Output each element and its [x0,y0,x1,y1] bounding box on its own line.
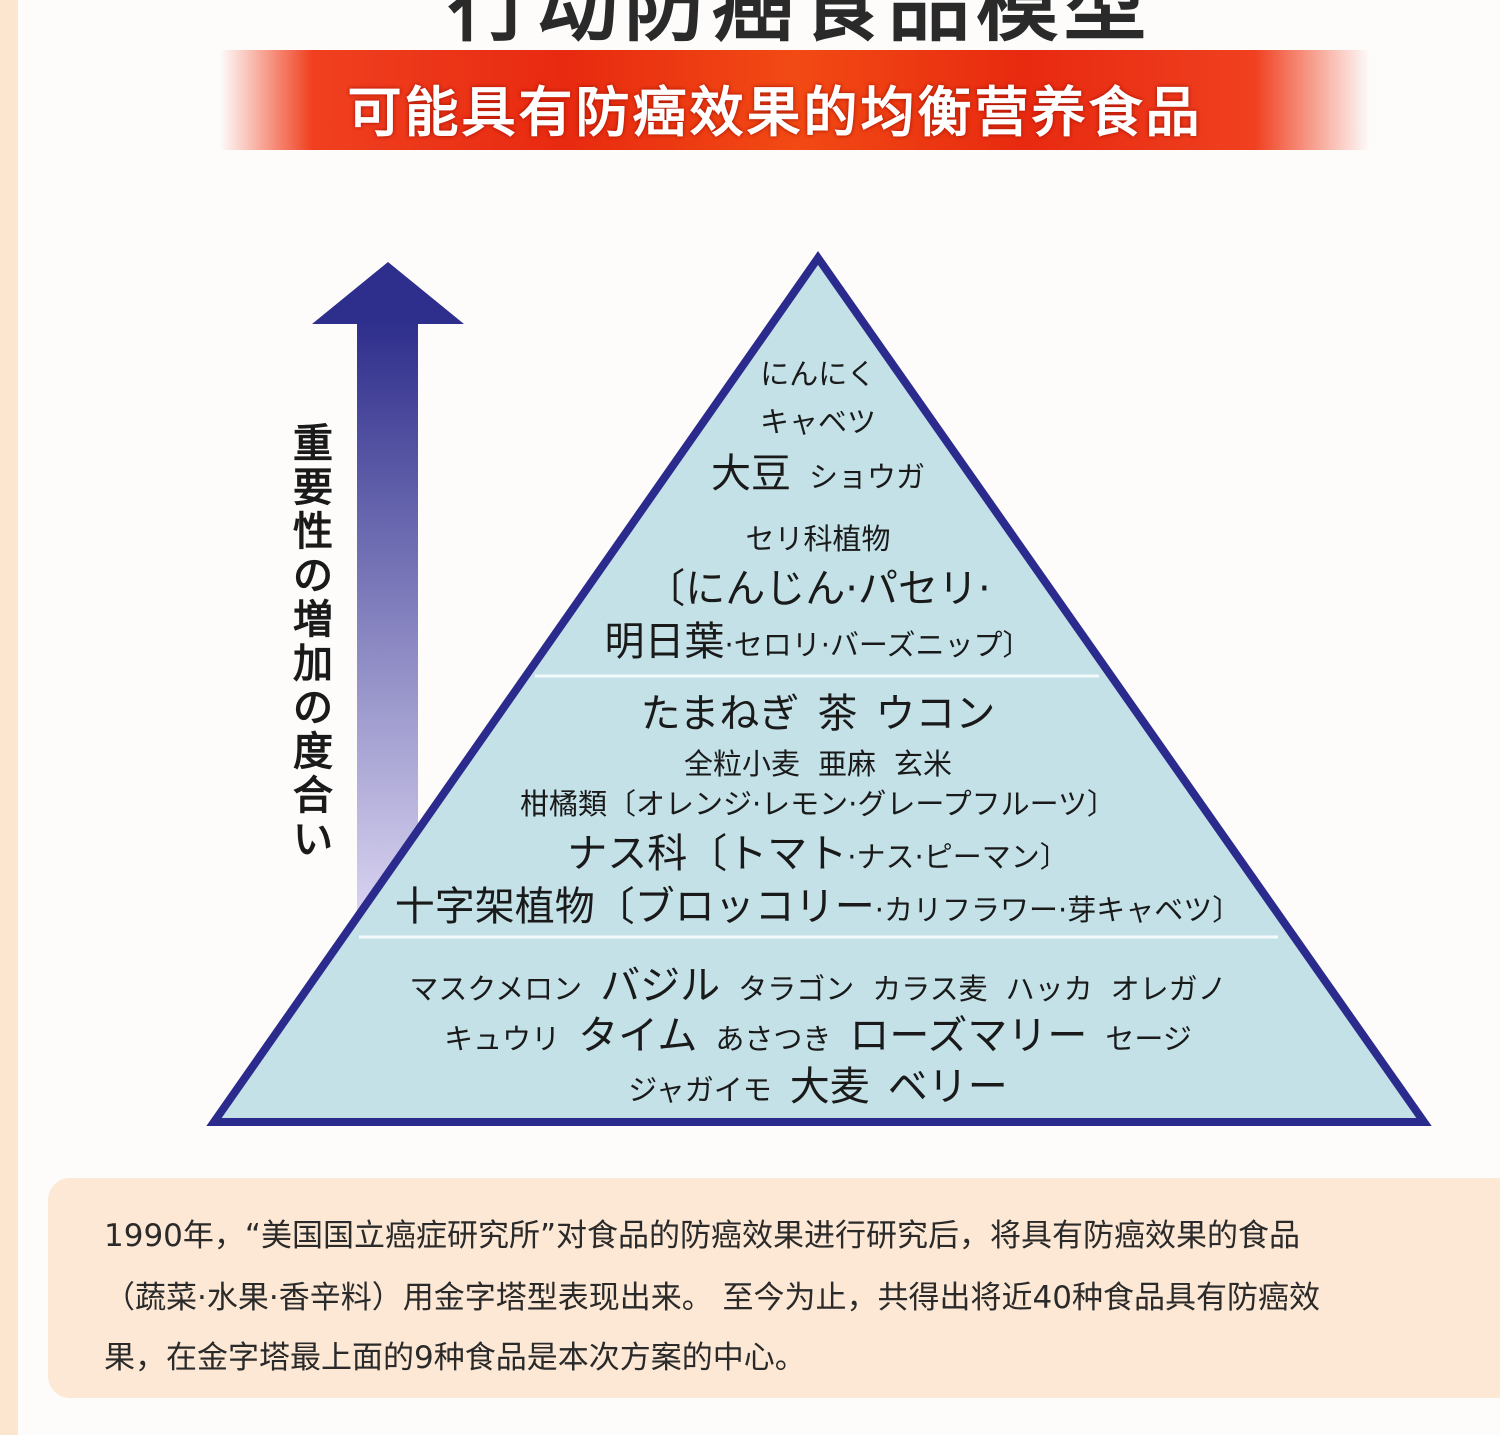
food-item: ナス科〔トマト [567,831,848,877]
food-item: 玄米 [894,747,953,781]
food-item: ハッカ [1005,972,1093,1006]
food-item: オレガノ [1110,972,1227,1006]
food-item: 全粒小麦 [683,747,800,781]
tier-2-line: ナス科〔トマト·ナス·ピーマン〕 [200,821,1436,879]
food-item: ·セロリ·バーズニップ〕 [724,628,1032,662]
food-item: たまねぎ [640,691,800,737]
banner-text: 可能具有防癌效果的均衡营养食品 [347,81,1203,144]
arrow-shaft [357,320,418,912]
note-line: 果，在金字塔最上面的9种食品是本次方案的中心。 [104,1340,806,1376]
tier-2-line: 全粒小麦亜麻玄米 [200,741,1436,783]
food-item: セージ [1105,1022,1192,1056]
food-item: 明日葉 [604,619,725,665]
tier-2-line: たまねぎ茶ウコン [200,681,1436,739]
note-line: （蔬菜·水果·香辛料）用金字塔型表现出来。 至今为止，共得出将近40种食品具有防… [104,1280,1321,1316]
description-box: 1990年，“美国国立癌症研究所”对食品的防癌效果进行研究后，将具有防癌效果的食… [48,1178,1500,1398]
food-item: タイム [578,1013,698,1059]
tier-2-line: 柑橘類〔オレンジ·レモン·グレープフルーツ〕 [200,781,1436,823]
subtitle-banner: 可能具有防癌效果的均衡营养食品 [220,50,1370,150]
tier-1-line: 明日葉·セロリ·バーズニップ〕 [200,609,1436,667]
tier-1-line: にんにく [200,351,1436,393]
tier-3-line: マスクメロンバジルタラゴンカラス麦ハッカオレガノ [200,953,1436,1011]
food-item: ローズマリー [849,1013,1088,1059]
food-item: ベリー [887,1064,1008,1110]
tier-1-line: 〔にんじん·パセリ· [200,556,1436,614]
food-item: ウコン [875,691,996,737]
food-item: セリ科植物 [745,522,891,556]
food-item: カラス麦 [872,972,988,1006]
note-line: 1990年，“美国国立癌症研究所”对食品的防癌效果进行研究后，将具有防癌效果的食… [104,1218,1301,1254]
food-item: 柑橘類〔オレンジ·レモン·グレープフルーツ〕 [519,787,1117,821]
food-item: 亜麻 [817,747,876,781]
tier-3-line: ジャガイモ大麦ベリー [200,1054,1436,1112]
left-border-strip [0,0,18,1435]
food-item: 大麦 [789,1064,870,1110]
arrow-label: 重要性の増加の度合い [293,421,333,863]
food-item: ジャガイモ [628,1073,772,1107]
food-item: あさつき [715,1022,832,1056]
food-item: ·ナス·ピーマン〕 [847,840,1069,874]
food-item: 大豆 [710,451,791,497]
food-item: 茶 [817,691,858,737]
tier-1-line: 大豆ショウガ [200,441,1436,499]
food-item: 〔にんじん·パセリ· [645,566,991,612]
food-item: にんにく [760,357,876,391]
food-item: キャベツ [759,405,876,439]
tier-1-line: セリ科植物 [200,516,1436,558]
tier-1-line: キャベツ [200,399,1436,441]
pyramid-triangle [206,251,1432,1126]
importance-arrow [312,262,464,912]
food-item: 十字架植物〔ブロッコリー [394,884,875,930]
food-item: ·カリフラワー·芽キャベツ〕 [874,893,1242,927]
food-item: タラゴン [738,972,855,1006]
arrow-head [312,262,464,324]
food-item: キュウリ [444,1022,561,1056]
food-item: マスクメロン [409,972,583,1006]
tier-2-line: 十字架植物〔ブロッコリー·カリフラワー·芽キャベツ〕 [200,874,1436,932]
page-title: 行动防癌食品模型 [447,0,1152,53]
tier-3-line: キュウリタイムあさつきローズマリーセージ [200,1003,1436,1061]
food-item: ショウガ [808,460,925,494]
food-item: バジル [600,963,721,1009]
